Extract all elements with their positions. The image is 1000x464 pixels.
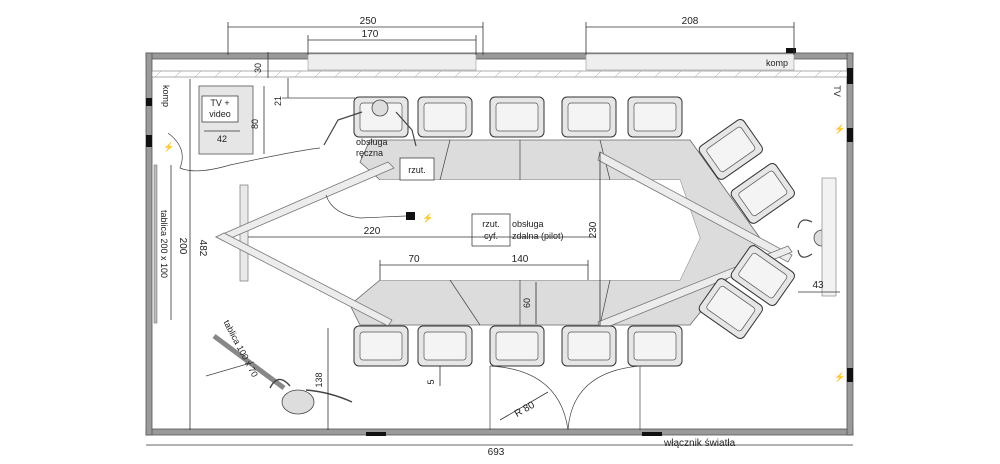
shelf-hatch <box>154 70 842 78</box>
window-right <box>585 53 795 71</box>
dimension-200: 200 <box>170 165 188 320</box>
person-right <box>797 177 837 297</box>
beam-top-right <box>597 151 793 263</box>
manual-label-2: ręczna <box>356 148 383 158</box>
board-big-label: tablica 200 x 100 <box>159 210 169 278</box>
person-top <box>323 99 417 147</box>
dimension-220: 220 <box>248 226 596 238</box>
cable-center <box>325 194 407 219</box>
manual-label-1: obsługa <box>356 137 388 147</box>
dimension-138: 138 <box>314 328 329 430</box>
wall-marker-right-top <box>847 68 853 84</box>
socket-icon-right-top: ⚡ <box>834 123 845 135</box>
dimension-693: 693 <box>146 444 853 458</box>
dimension-70: 70 <box>379 254 450 280</box>
wall-bottom <box>145 428 854 436</box>
dim-label-138: 138 <box>314 372 324 387</box>
dimension-43: 43 <box>798 280 840 293</box>
dimension-top-right: 208 <box>585 16 795 55</box>
dim-label-tv-height: 80 <box>250 119 260 129</box>
wall-marker-top <box>786 48 796 53</box>
dim-label-5: 5 <box>426 379 436 384</box>
wall-right <box>846 52 854 436</box>
wall-left <box>145 52 153 436</box>
dim-label-482: 482 <box>197 240 208 257</box>
wall-marker-bottom-1 <box>366 432 386 436</box>
projector-box <box>399 157 435 181</box>
chairs-bottom <box>353 325 683 367</box>
board-big <box>153 164 158 324</box>
dim-label-200: 200 <box>177 238 188 255</box>
person-bottom-left <box>269 378 353 415</box>
dim-label-30: 30 <box>253 63 263 73</box>
chairs-right <box>698 119 795 339</box>
dim-label-21: 21 <box>273 96 283 106</box>
dim-label-door: R 80 <box>513 400 537 420</box>
dimension-21: 21 <box>273 78 355 106</box>
dimension-top-inner: 170 <box>307 29 477 55</box>
socket-icon-right-bottom: ⚡ <box>834 371 845 383</box>
remote-label-1: obsługa <box>512 219 544 229</box>
dim-label-230: 230 <box>588 221 599 238</box>
dimension-30: 30 <box>253 52 269 78</box>
tv-right-label: TV <box>832 85 842 97</box>
dim-label-top-left: 250 <box>360 16 377 27</box>
komp-left-label: komp <box>161 85 171 107</box>
digital-projector-box <box>471 213 511 247</box>
dim-label-tv-width: 42 <box>217 134 227 144</box>
dim-label-60: 60 <box>522 298 532 308</box>
remote-label-2: zdalna (pilot) <box>512 231 564 241</box>
dim-label-693: 693 <box>488 447 505 458</box>
dim-label-70: 70 <box>408 254 420 265</box>
dimension-140: 140 <box>450 254 589 280</box>
cable-left <box>167 132 321 172</box>
dim-label-top-inner: 170 <box>362 29 379 40</box>
socket-box <box>406 212 415 220</box>
tv-video-unit: TV + video 42 80 <box>198 85 265 155</box>
wall-marker-bottom-2 <box>642 432 662 436</box>
light-switch-label: włącznik światła <box>663 438 736 449</box>
dim-label-220: 220 <box>364 226 381 237</box>
wall-marker-right-mid <box>847 128 853 142</box>
komp-top-label: komp <box>766 58 788 68</box>
dim-label-140: 140 <box>512 254 529 265</box>
dim-label-43: 43 <box>812 280 824 291</box>
door: R 80 <box>489 365 641 431</box>
dimension-482: 482 <box>189 79 208 430</box>
wall-marker-right-bottom <box>847 368 853 382</box>
wall-marker-left <box>146 98 152 106</box>
digital-projector-label-2: cyf. <box>484 231 498 241</box>
beam-bottom-left <box>215 232 393 327</box>
chairs-top <box>353 96 683 138</box>
dimension-top-left: 250 <box>227 16 484 55</box>
wall-marker-left-2 <box>146 135 152 147</box>
digital-projector-label-1: rzut. <box>482 219 500 229</box>
socket-icon-center: ⚡ <box>422 212 433 224</box>
socket-icon-left: ⚡ <box>163 141 174 153</box>
dimension-5: 5 <box>426 366 441 386</box>
tv-video-label-2: video <box>209 109 231 119</box>
tv-video-label-1: TV + <box>210 98 229 108</box>
board-small: tablica 100 x 70 <box>205 318 286 391</box>
dimension-60: 60 <box>522 282 537 324</box>
dim-label-top-right: 208 <box>682 16 699 27</box>
window-left <box>307 53 477 71</box>
table-center <box>380 180 700 280</box>
projector-label: rzut. <box>408 165 426 175</box>
dimension-230: 230 <box>588 152 601 330</box>
